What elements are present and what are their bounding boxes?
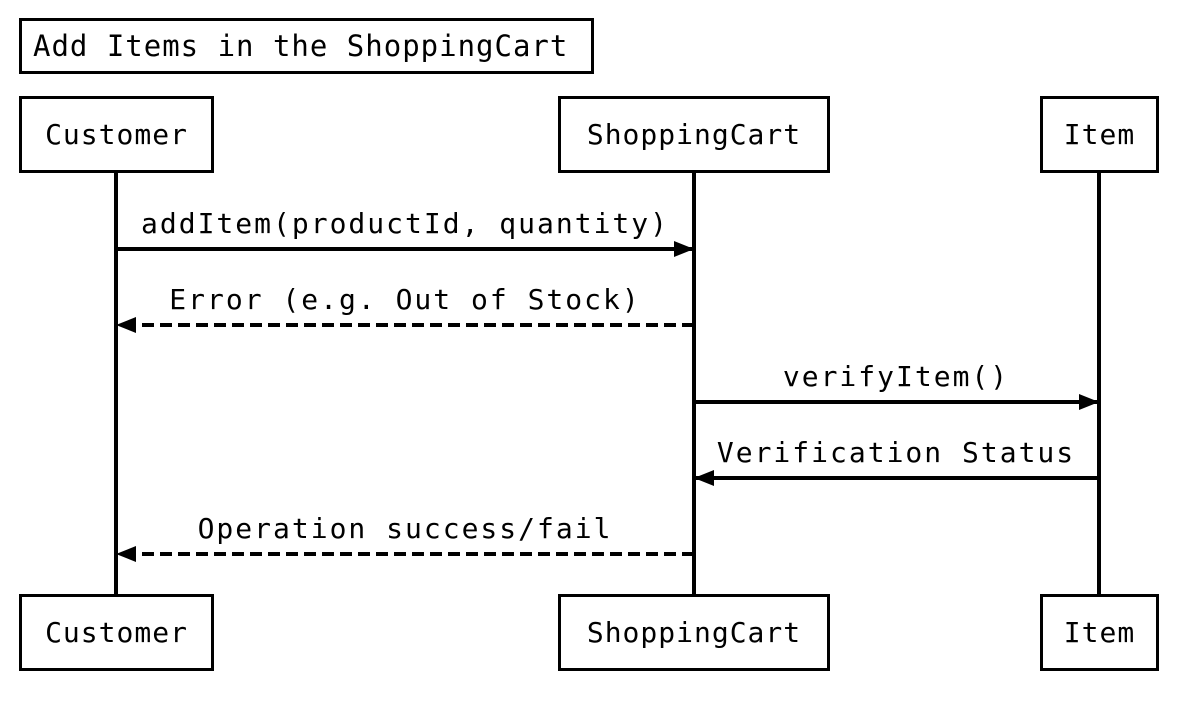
participant-customer-bottom: Customer <box>19 594 214 671</box>
participant-shoppingcart-top: ShoppingCart <box>558 96 830 173</box>
message-label: verifyItem() <box>782 360 1010 393</box>
message-label: Verification Status <box>716 436 1076 469</box>
diagram-title: Add Items in the ShoppingCart <box>19 18 594 74</box>
message-label: Operation success/fail <box>197 512 613 545</box>
participant-customer-top: Customer <box>19 96 214 173</box>
participant-item-bottom: Item <box>1040 594 1159 671</box>
message-label: Error (e.g. Out of Stock) <box>169 283 641 316</box>
participant-shoppingcart-bottom: ShoppingCart <box>558 594 830 671</box>
message-label: addItem(productId, quantity) <box>140 207 670 240</box>
participant-item-top: Item <box>1040 96 1159 173</box>
